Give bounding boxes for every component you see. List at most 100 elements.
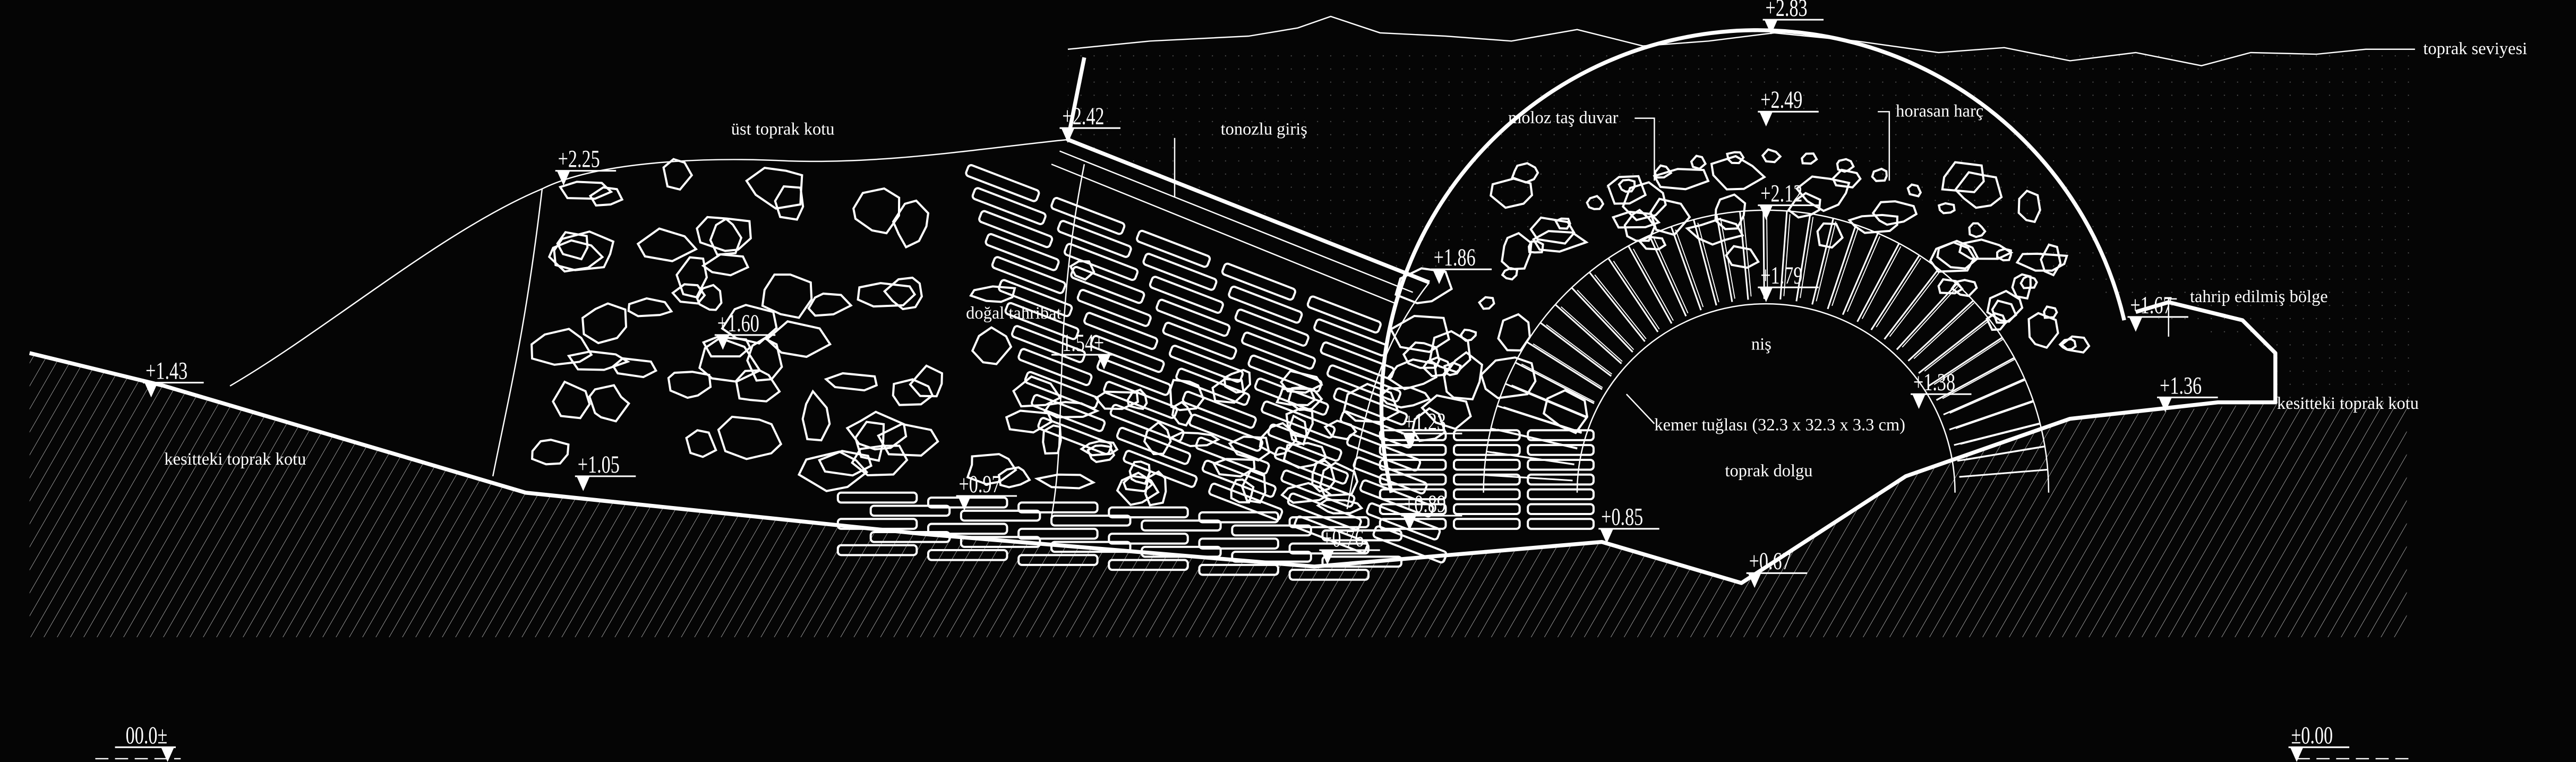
arch-brick <box>1943 378 2025 416</box>
brick <box>960 536 1041 548</box>
stone <box>1501 267 1519 281</box>
level-marker: ±0.00 <box>2288 722 2350 762</box>
arch-brick <box>1861 246 1902 319</box>
arch-brick <box>1594 274 1647 339</box>
arch-brick <box>1913 302 1975 359</box>
level-marker-154: 1.54+ <box>1062 329 1104 356</box>
brick <box>1339 410 1415 449</box>
arch-brick <box>1653 238 1689 314</box>
arch-brick <box>1827 224 1857 310</box>
upper-soil-line <box>229 139 1068 387</box>
level-marker-105: +1.05 <box>578 451 620 478</box>
brick <box>1141 545 1222 558</box>
brick <box>1306 295 1382 334</box>
stone <box>818 450 873 477</box>
brick <box>1231 551 1312 563</box>
level-marker-186: +1.86 <box>1434 244 1476 271</box>
brick <box>1070 266 1145 304</box>
stone <box>1653 168 1710 191</box>
level-marker: +1.38 <box>1911 369 1972 409</box>
level-marker: +1.60 <box>714 310 776 350</box>
stone <box>2019 275 2038 289</box>
stone <box>774 185 805 221</box>
arch-brick <box>1949 400 2034 431</box>
stone <box>1936 239 1980 270</box>
stone <box>1527 240 1544 254</box>
stone <box>1497 313 1531 352</box>
stone <box>552 380 591 419</box>
stone <box>1929 241 1976 273</box>
arch-brick <box>1924 320 1990 372</box>
level-marker: +2.42 <box>1059 102 1120 143</box>
stone <box>530 439 570 466</box>
brick <box>1103 381 1178 419</box>
brick <box>1452 518 1521 530</box>
stone <box>558 181 613 200</box>
stone <box>2017 189 2041 224</box>
stone <box>696 216 752 252</box>
brick <box>1228 285 1303 324</box>
brick <box>1527 473 1595 486</box>
arch-brick <box>1832 228 1859 306</box>
stone <box>1871 167 1888 182</box>
level-triangle-icon <box>2159 397 2172 413</box>
brick <box>1057 220 1132 258</box>
brick <box>1527 503 1595 516</box>
level-triangle-icon <box>1097 355 1111 370</box>
brick <box>1527 488 1595 501</box>
label-tahrip-edilmis-bolge: tahrip edilmiş bölge <box>2190 287 2328 306</box>
level-marker: +0.67 <box>1746 547 1808 588</box>
stone <box>909 364 944 398</box>
stone <box>1623 209 1656 242</box>
brick <box>1247 354 1323 393</box>
brick <box>927 549 1008 561</box>
arch-brick <box>1960 423 2041 445</box>
level-marker-283: +2.83 <box>1766 0 1808 21</box>
brick <box>1254 378 1329 416</box>
stone <box>1012 375 1062 408</box>
level-marker-242: +2.42 <box>1062 102 1104 130</box>
brick <box>1063 243 1139 281</box>
brick <box>998 279 1073 318</box>
brick <box>1162 321 1237 360</box>
stone <box>698 337 761 383</box>
level-triangle-icon <box>1061 128 1075 143</box>
stone <box>1795 175 1851 212</box>
stone <box>1649 198 1691 236</box>
level-marker: +1.05 <box>575 451 636 491</box>
brick <box>1188 414 1264 452</box>
datum-marker-right: ±0.00 <box>2291 722 2333 749</box>
stone <box>1950 279 1978 297</box>
arch-brick <box>1511 384 1588 417</box>
level-marker: +2.83 <box>1762 0 1824 35</box>
arch-brick <box>1692 219 1717 306</box>
arch-brick <box>1811 218 1834 305</box>
arch-brick <box>1613 261 1660 330</box>
stone <box>892 378 934 406</box>
brick <box>1141 519 1222 532</box>
arch-brick <box>1503 406 1582 433</box>
brick <box>1083 312 1159 350</box>
stone <box>971 326 1013 365</box>
stone <box>1042 424 1062 455</box>
stone <box>851 444 909 477</box>
level-triangle-icon <box>1759 112 1773 127</box>
stone <box>1937 278 1964 295</box>
vault-entrance-line-2 <box>1051 150 1414 305</box>
stone <box>1801 152 1818 165</box>
level-marker: +1.23 <box>1401 408 1462 449</box>
stone <box>667 371 712 399</box>
stone <box>1996 247 2012 262</box>
arch-brick <box>1577 289 1634 350</box>
arch-brick <box>1496 405 1582 434</box>
level-marker-143: +1.43 <box>146 357 187 384</box>
stone <box>685 429 717 458</box>
label-kesitteki-toprak-kotu-left: kesitteki toprak kotu <box>164 450 306 469</box>
level-triangle-icon <box>2129 316 2143 332</box>
brick <box>1198 537 1279 550</box>
stone <box>1422 356 1451 378</box>
level-marker: +1.36 <box>2157 372 2218 413</box>
stone <box>1726 151 1745 165</box>
level-marker-123: +1.23 <box>1404 408 1446 435</box>
